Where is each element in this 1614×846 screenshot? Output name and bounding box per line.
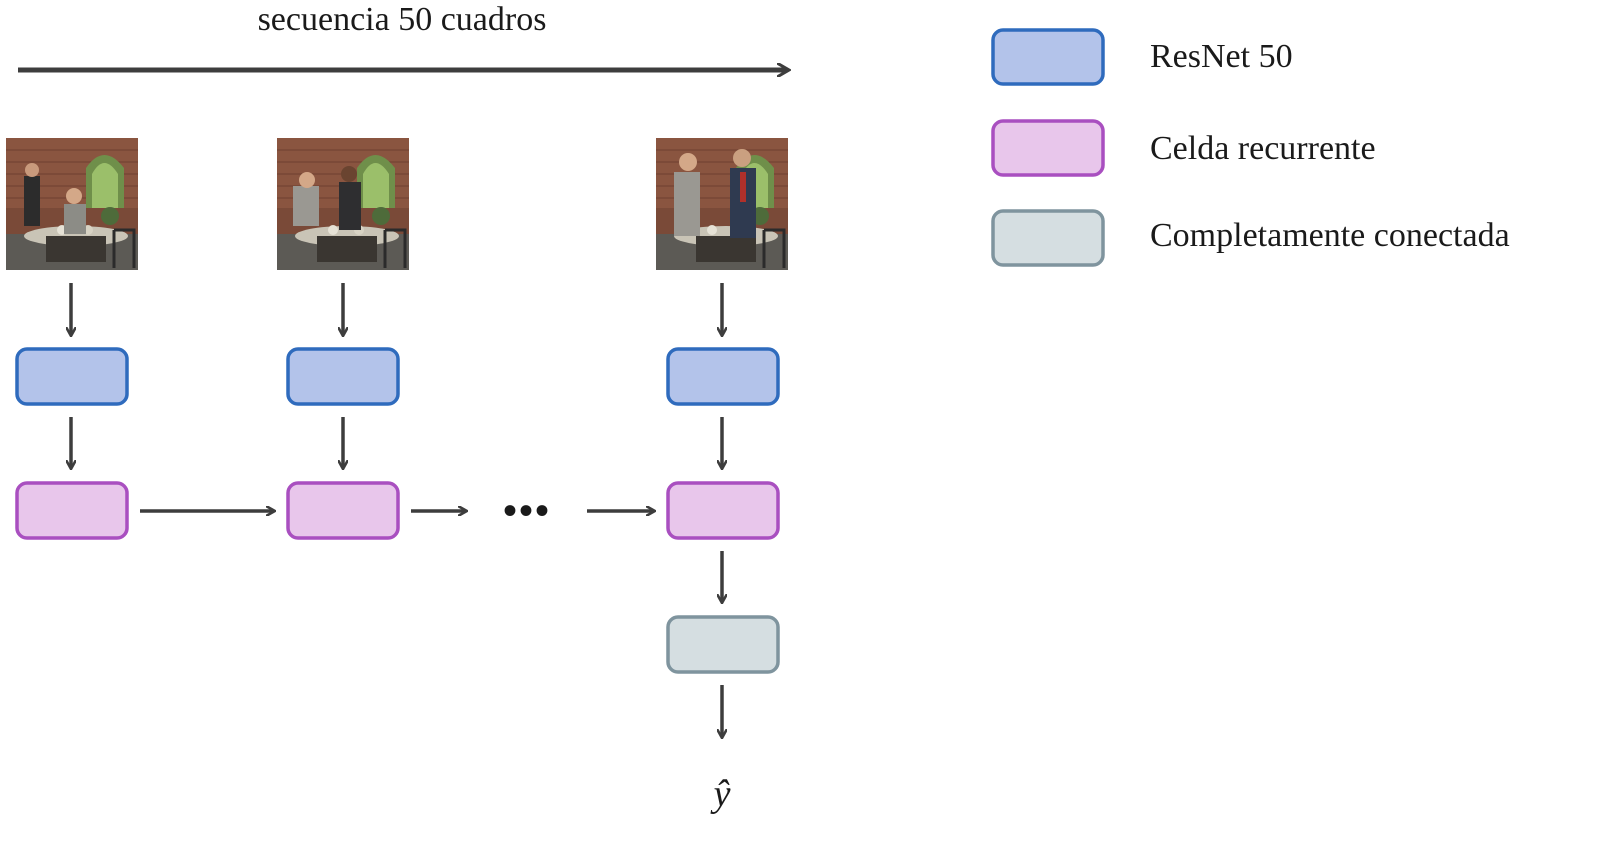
legend-swatch-recurrent: [991, 119, 1105, 177]
legend-swatch-fc: [991, 209, 1105, 267]
legend-label-fc: Completamente conectada: [1150, 217, 1510, 254]
legend-label-recurrent: Celda recurrente: [1150, 130, 1376, 167]
video-frame-2: [275, 136, 411, 272]
resnet-block: [666, 347, 780, 406]
recurrent-cell: [15, 481, 129, 540]
resnet-block: [15, 347, 129, 406]
recurrent-cell: [666, 481, 780, 540]
legend-swatch-resnet: [991, 28, 1105, 86]
sequence-label: secuencia 50 cuadros: [258, 1, 547, 38]
video-frame-3: [654, 136, 790, 272]
legend: ResNet 50 Celda recurrente Completamente…: [991, 28, 1510, 267]
legend-label-resnet: ResNet 50: [1150, 38, 1293, 75]
resnet-block: [286, 347, 400, 406]
output-label: ŷ: [710, 773, 731, 815]
recurrent-cell: [286, 481, 400, 540]
fully-connected-block: [666, 615, 780, 674]
ellipsis: •••: [503, 488, 551, 533]
video-frame-1: [4, 136, 140, 272]
